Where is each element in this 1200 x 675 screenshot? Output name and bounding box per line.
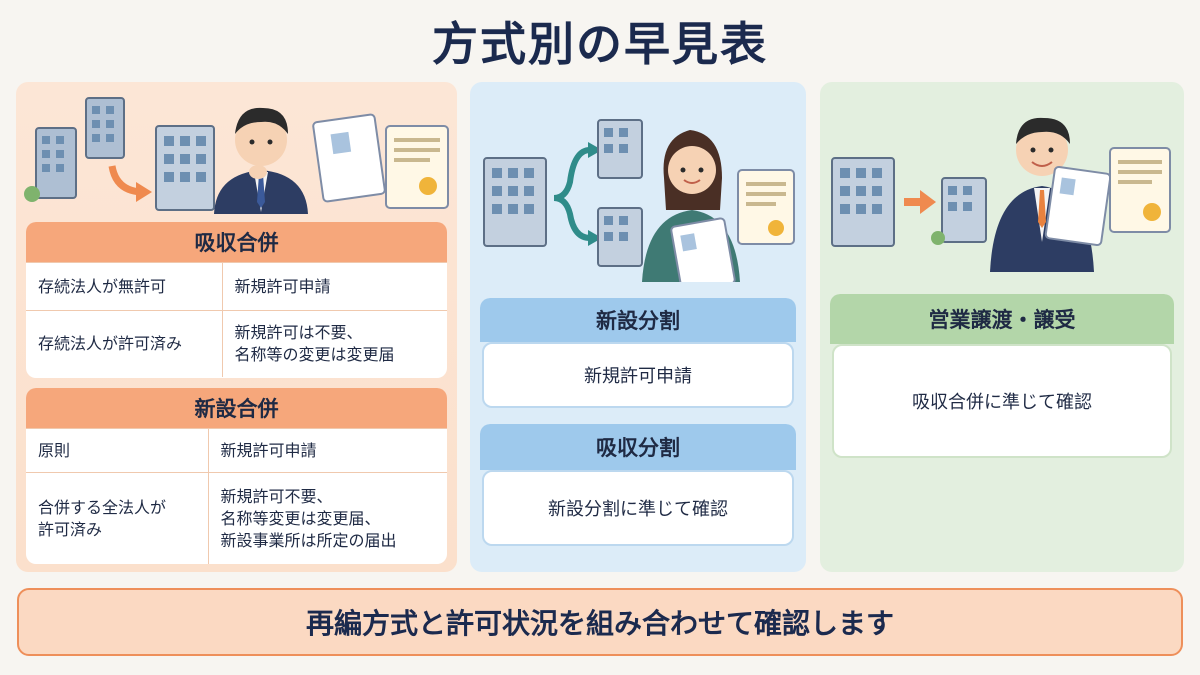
absorption-split-body: 新設分割に準じて確認 xyxy=(482,470,794,546)
arrow-head xyxy=(136,182,152,202)
new-merger-card: 新設合併 原則 新規許可申請 合併する全法人が 許可済み 新規許可不要、 名称等… xyxy=(26,388,447,564)
table-row: 合併する全法人が 許可済み 新規許可不要、 名称等変更は変更届、 新設事業所は所… xyxy=(26,472,447,564)
condition-cell: 合併する全法人が 許可済み xyxy=(26,472,209,564)
new-merger-table: 原則 新規許可申請 合併する全法人が 許可済み 新規許可不要、 名称等変更は変更… xyxy=(26,428,447,564)
office-building-icon xyxy=(155,125,215,211)
absorption-split-card: 吸収分割 新設分割に準じて確認 xyxy=(480,424,796,550)
business-transfer-card: 営業譲渡・譲受 吸収合併に準じて確認 xyxy=(830,294,1174,462)
new-split-header: 新設分割 xyxy=(480,298,796,342)
businesswoman-icon xyxy=(642,130,740,282)
table-row: 存続法人が無許可 新規許可申請 xyxy=(26,262,447,311)
table-row: 存続法人が許可済み 新規許可は不要、 名称等の変更は変更届 xyxy=(26,310,447,377)
condition-cell: 原則 xyxy=(26,428,209,473)
result-cell: 新規許可不要、 名称等変更は変更届、 新設事業所は所定の届出 xyxy=(208,472,447,564)
condition-cell: 存続法人が許可済み xyxy=(26,310,223,377)
merger-illustration xyxy=(24,97,449,214)
certificate-icon xyxy=(737,169,795,245)
absorption-merger-header: 吸収合併 xyxy=(26,222,447,262)
office-building-icon xyxy=(597,207,643,267)
office-building-icon xyxy=(483,157,547,247)
business-transfer-panel: 営業譲渡・譲受 吸収合併に準じて確認 xyxy=(820,82,1184,572)
office-building-icon xyxy=(831,157,895,247)
arrow-right-icon xyxy=(108,165,141,196)
branch-arrow-icon xyxy=(553,142,602,246)
new-split-body: 新規許可申請 xyxy=(482,342,794,408)
absorption-merger-table: 存続法人が無許可 新規許可申請 存続法人が許可済み 新規許可は不要、 名称等の変… xyxy=(26,262,447,377)
result-cell: 新規許可申請 xyxy=(222,262,447,311)
summary-banner: 再編方式と許可状況を組み合わせて確認します xyxy=(17,588,1183,656)
certificate-icon xyxy=(312,113,449,209)
new-merger-header: 新設合併 xyxy=(26,388,447,428)
merger-panel: 吸収合併 存続法人が無許可 新規許可申請 存続法人が許可済み 新規許可は不要、 … xyxy=(16,82,457,572)
office-building-icon xyxy=(931,177,987,245)
table-row: 原則 新規許可申請 xyxy=(26,428,447,473)
split-illustration xyxy=(483,119,795,282)
office-building-icon xyxy=(24,127,77,202)
business-transfer-header: 営業譲渡・譲受 xyxy=(830,294,1174,344)
split-panel: 新設分割 新規許可申請 吸収分割 新設分割に準じて確認 xyxy=(470,82,806,572)
businessman-holding-certificate-icon xyxy=(990,117,1112,272)
result-cell: 新規許可は不要、 名称等の変更は変更届 xyxy=(222,310,447,377)
transfer-illustration xyxy=(831,117,1171,272)
certificate-icon xyxy=(1109,147,1171,233)
absorption-merger-card: 吸収合併 存続法人が無許可 新規許可申請 存続法人が許可済み 新規許可は不要、 … xyxy=(26,222,447,378)
office-building-icon xyxy=(597,119,643,179)
businessman-thinking-icon xyxy=(214,107,308,214)
new-split-card: 新設分割 新規許可申請 xyxy=(480,298,796,412)
result-cell: 新規許可申請 xyxy=(208,428,447,473)
business-transfer-body: 吸収合併に準じて確認 xyxy=(832,344,1172,458)
page-title: 方式別の早見表 xyxy=(432,17,768,71)
arrow-right-icon xyxy=(904,190,936,214)
absorption-split-header: 吸収分割 xyxy=(480,424,796,470)
condition-cell: 存続法人が無許可 xyxy=(26,262,223,311)
office-building-icon xyxy=(85,97,125,159)
